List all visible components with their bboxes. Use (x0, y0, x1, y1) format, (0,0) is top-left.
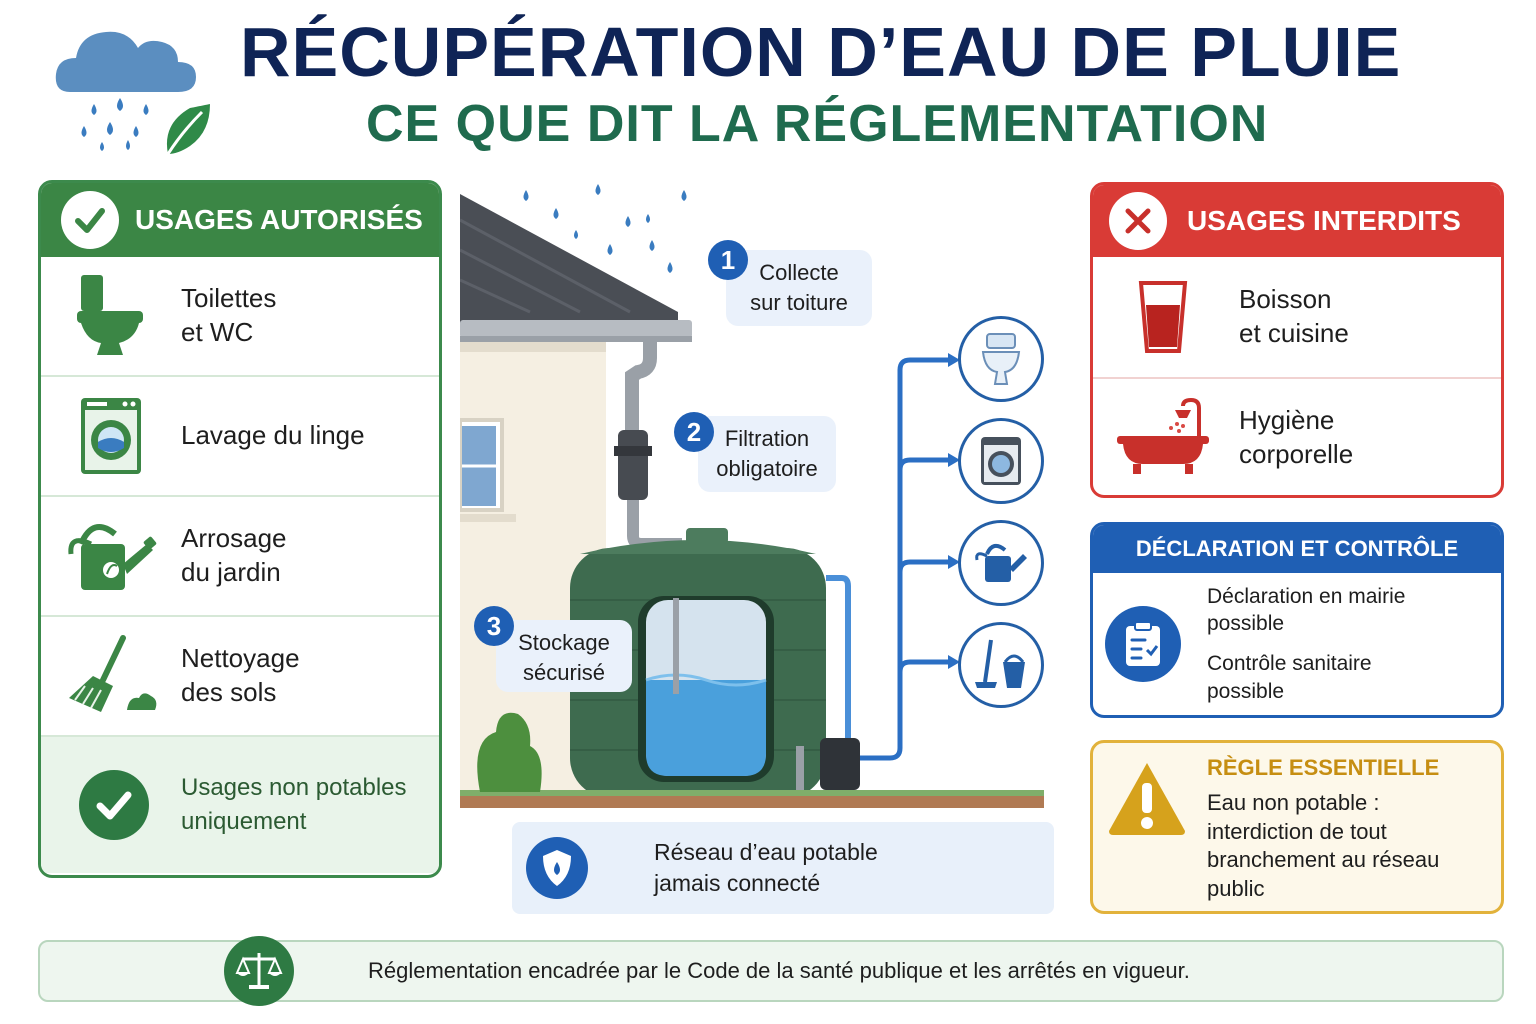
authorized-item-label: Nettoyage des sols (181, 643, 300, 707)
washing-machine-icon (981, 437, 1021, 485)
non-potable-only-label: Usages non potables uniquement (181, 774, 407, 835)
rain-cloud-leaf-icon (55, 31, 210, 155)
forbidden-item-hygiene: Hygiène corporelle (1093, 377, 1501, 495)
authorized-item-label: Lavage du linge (181, 420, 365, 451)
declaration-panel: DÉCLARATION ET CONTRÔLE Déclaration en m… (1090, 522, 1504, 718)
toilet-icon (981, 333, 1021, 385)
scales-of-justice-icon (224, 936, 294, 1006)
authorized-uses-title: USAGES AUTORISÉS (135, 204, 423, 235)
authorized-item-laundry: Lavage du linge (41, 377, 439, 497)
forbidden-uses-title: USAGES INTERDITS (1187, 205, 1461, 236)
authorized-uses-header: USAGES AUTORISÉS (41, 183, 439, 257)
step-number: 1 (708, 240, 748, 280)
forbidden-item-label: Boisson et cuisine (1239, 284, 1349, 348)
step-storage: Stockage sécurisé (496, 620, 632, 692)
bathtub-icon (1093, 388, 1233, 488)
declaration-line: Contrôle sanitaire possible (1207, 652, 1372, 703)
cross-icon (1109, 192, 1167, 250)
authorized-item-toilet: Toilettes et WC (41, 257, 439, 377)
regulation-footer: Réglementation encadrée par le Code de l… (38, 936, 1504, 1006)
page-subtitle: CE QUE DIT LA RÉGLEMENTATION (366, 95, 1269, 153)
rainwater-system-illustration (460, 184, 1044, 808)
step-number: 3 (474, 606, 514, 646)
check-icon (61, 191, 119, 249)
watering-can-icon (41, 506, 181, 606)
authorized-uses-panel: USAGES AUTORISÉS Toilettes et WC Lavage … (38, 180, 442, 878)
authorized-item-label: Toilettes et WC (181, 283, 277, 347)
declaration-line: Déclaration en mairie possible (1207, 584, 1406, 636)
use-cleaning-circle (958, 622, 1044, 708)
declaration-title: DÉCLARATION ET CONTRÔLE (1093, 525, 1501, 573)
forbidden-item-label: Hygiène corporelle (1239, 405, 1354, 469)
page-title: RÉCUPÉRATION D’EAU DE PLUIE (240, 13, 1402, 91)
use-laundry-circle (958, 418, 1044, 504)
shield-icon (526, 837, 588, 899)
forbidden-uses-panel: USAGES INTERDITS Boisson et cuisine Hygi… (1090, 182, 1504, 498)
step-collect: Collecte sur toiture (726, 250, 872, 326)
mop-bucket-icon (975, 639, 1025, 688)
washing-machine-icon (41, 386, 181, 486)
authorized-item-label: Arrosage du jardin (181, 523, 287, 587)
step-number: 2 (674, 412, 714, 452)
step-filtration: Filtration obligatoire (698, 416, 836, 492)
forbidden-uses-header: USAGES INTERDITS (1093, 185, 1501, 257)
potable-network-label: Réseau d’eau potable jamais connecté (654, 838, 878, 896)
essential-rule-title: RÈGLE ESSENTIELLE (1207, 755, 1440, 780)
clipboard-icon (1105, 606, 1181, 682)
use-garden-circle (958, 520, 1044, 606)
broom-icon (41, 626, 181, 726)
authorized-item-garden: Arrosage du jardin (41, 497, 439, 617)
warning-icon (1109, 763, 1185, 835)
watering-can-icon (975, 543, 1027, 582)
regulation-footer-label: Réglementation encadrée par le Code de l… (368, 958, 1190, 983)
glass-icon (1093, 267, 1233, 367)
essential-rule-panel: RÈGLE ESSENTIELLE Eau non potable : inte… (1090, 740, 1504, 914)
check-icon (79, 770, 149, 840)
potable-network-note: Réseau d’eau potable jamais connecté (512, 822, 1054, 914)
non-potable-only-note: Usages non potables uniquement (41, 737, 439, 873)
essential-rule-body: Eau non potable : interdiction de tout b… (1207, 790, 1440, 901)
toilet-icon (41, 266, 181, 366)
authorized-item-cleaning: Nettoyage des sols (41, 617, 439, 737)
use-toilet-circle (958, 316, 1044, 402)
forbidden-item-drinking: Boisson et cuisine (1093, 257, 1501, 377)
